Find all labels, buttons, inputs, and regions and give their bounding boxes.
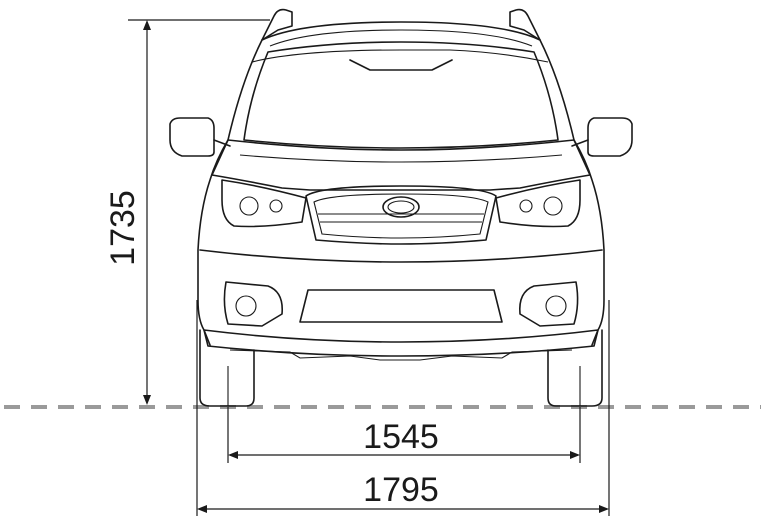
foglight-right <box>518 281 579 327</box>
body-left <box>197 39 263 346</box>
vehicle-front-outline <box>169 8 633 407</box>
mirror-left <box>169 117 215 157</box>
bumper-top <box>199 249 603 263</box>
height-label: 1735 <box>104 190 142 266</box>
mirror-right <box>587 117 633 157</box>
lower-bumper <box>203 329 599 357</box>
roof-rail-left <box>261 8 293 41</box>
wheel-right <box>547 329 603 407</box>
roof-rail-right <box>509 8 541 41</box>
hood <box>211 139 591 191</box>
lower-intake <box>299 289 503 323</box>
width-label: 1795 <box>363 471 439 509</box>
track-dimension <box>227 407 581 463</box>
track-label: 1545 <box>363 418 439 456</box>
headlight-left <box>221 179 307 228</box>
width-dimension <box>196 300 610 516</box>
foglight-left <box>223 281 284 327</box>
windshield <box>243 41 559 149</box>
grille <box>305 185 497 245</box>
height-dimension <box>128 19 270 405</box>
rear-view-mirror-base <box>349 59 453 71</box>
badge <box>382 196 420 218</box>
roof-edge <box>261 21 541 41</box>
body-right <box>539 39 605 346</box>
headlight-right <box>495 179 581 228</box>
